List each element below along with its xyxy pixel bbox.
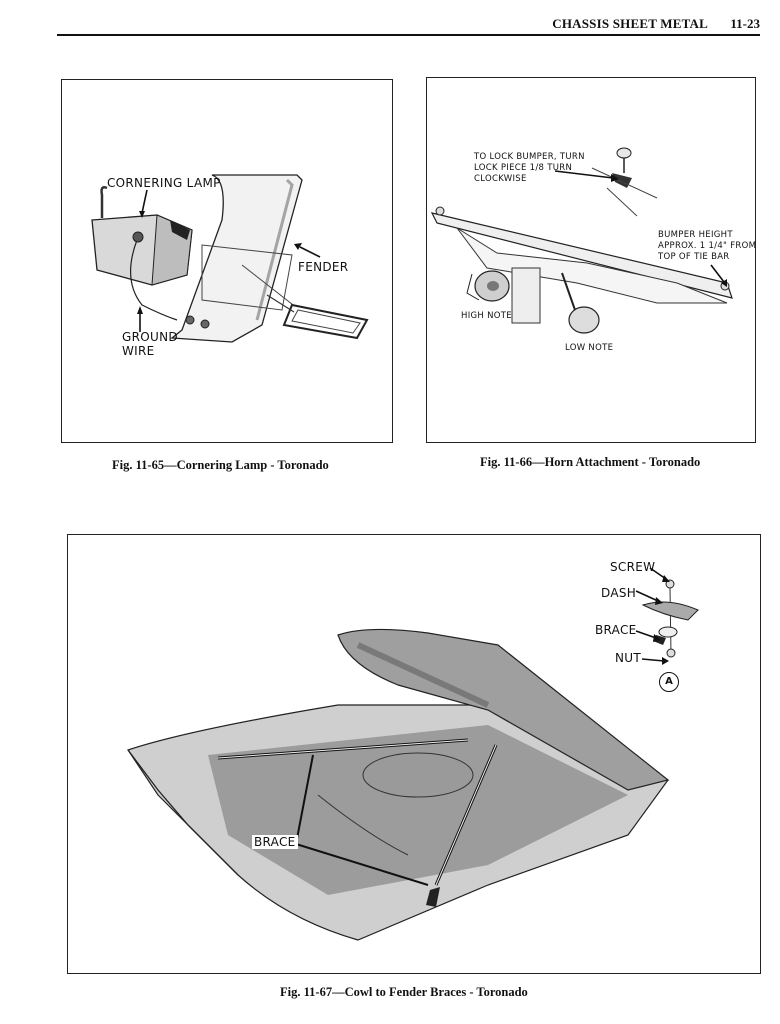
horn-attachment-illustration: [430, 147, 733, 334]
label-brace-main: BRACE: [252, 835, 298, 849]
label-ground-wire-line1: GROUND: [122, 330, 178, 344]
label-ground-wire-line2: WIRE: [122, 344, 155, 358]
page-number: 11-23: [730, 16, 760, 31]
detail-marker-a: A: [659, 672, 679, 692]
label-screw: SCREW: [610, 560, 656, 574]
label-height-line3: TOP OF TIE BAR: [658, 252, 730, 262]
caption-fig-11-65: Fig. 11-65—Cornering Lamp - Toronado: [112, 458, 329, 472]
label-high-note: HIGH NOTE: [461, 311, 512, 321]
caption-fig-11-66: Fig. 11-66—Horn Attachment - Toronado: [480, 455, 701, 469]
caption-fig-11-67: Fig. 11-67—Cowl to Fender Braces - Toron…: [280, 985, 528, 999]
label-cornering-lamp: CORNERING LAMP: [107, 176, 221, 190]
figure-horn-attachment: TO LOCK BUMPER, TURN LOCK PIECE 1/8 TURN…: [426, 77, 756, 443]
label-lock-line3: CLOCKWISE: [474, 174, 527, 184]
figure-cowl-fender-braces: SCREW DASH BRACE NUT A BRACE: [67, 534, 761, 974]
page-header: CHASSIS SHEET METAL 11-23: [57, 10, 760, 36]
section-title: CHASSIS SHEET METAL: [552, 16, 708, 31]
cornering-lamp-illustration: [91, 174, 369, 343]
label-nut: NUT: [615, 651, 641, 665]
label-height-line2: APPROX. 1 1/4" FROM: [658, 241, 756, 251]
label-fender: FENDER: [298, 260, 349, 274]
label-height-line1: BUMPER HEIGHT: [658, 230, 733, 240]
label-brace-detail: BRACE: [595, 623, 637, 637]
label-lock-line2: LOCK PIECE 1/8 TURN: [474, 163, 573, 173]
figure-cornering-lamp: CORNERING LAMP FENDER GROUND WIRE: [61, 79, 393, 443]
label-low-note: LOW NOTE: [565, 343, 614, 353]
cowl-brace-illustration: [127, 567, 699, 941]
label-dash: DASH: [601, 586, 637, 600]
label-lock-line1: TO LOCK BUMPER, TURN: [474, 152, 585, 162]
